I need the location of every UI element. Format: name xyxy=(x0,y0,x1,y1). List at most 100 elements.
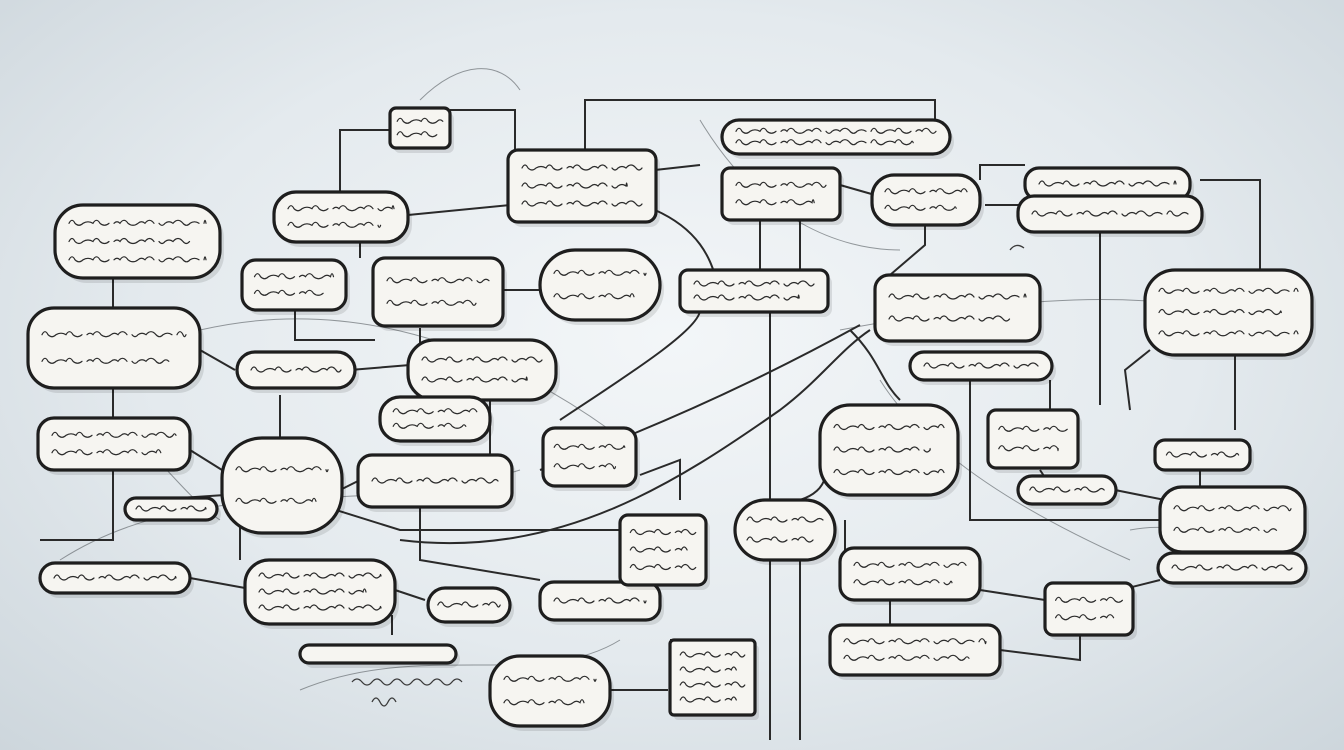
node-center-left-a-scribble xyxy=(253,289,324,296)
node-left-lower-box xyxy=(36,416,192,472)
node-right-center-d xyxy=(986,408,1082,473)
node-bottom-oval-a xyxy=(426,586,514,627)
node-right-center-e-box xyxy=(1016,474,1118,506)
node-center-top-scribble xyxy=(521,164,643,171)
node-bottom-center xyxy=(488,654,614,731)
node-center-left-f-scribble xyxy=(371,477,499,484)
node-center-left-e-box xyxy=(378,395,492,443)
node-center-oval-b xyxy=(733,498,839,565)
node-center-oval-b-scribble xyxy=(746,536,814,543)
node-right-far-scribble xyxy=(1158,330,1299,337)
node-center-grid-scribble xyxy=(679,666,737,673)
node-right-center-e-scribble xyxy=(1029,486,1105,493)
node-right-side-b-scribble xyxy=(1173,526,1278,533)
node-right-center-a xyxy=(873,273,1044,346)
node-center-top xyxy=(506,148,660,227)
node-top-small xyxy=(388,106,454,153)
node-right-center-d-box xyxy=(986,408,1080,470)
node-right-top-a-scribble xyxy=(884,188,968,195)
node-bottom-oval-a-scribble xyxy=(437,601,501,608)
node-top-left xyxy=(53,203,224,283)
node-cloud-left-scribble xyxy=(235,497,317,504)
node-center-mid-box xyxy=(541,426,638,488)
node-bottom-center-left-scribble xyxy=(258,604,382,611)
node-center-left-b xyxy=(371,256,507,331)
loose-scribble-bottom-left xyxy=(351,678,463,707)
node-top-wide-scribble xyxy=(735,139,914,146)
node-center-oval-b-scribble xyxy=(746,516,824,523)
node-bottom-left-box xyxy=(38,561,192,595)
node-right-side-a-box xyxy=(1153,438,1252,472)
node-center-mid-scribble xyxy=(553,443,626,450)
node-center-lower-scribble xyxy=(629,546,688,553)
node-top-left-scribble xyxy=(68,237,191,245)
node-right-top-c-box xyxy=(1016,194,1204,234)
node-center-grid xyxy=(668,638,759,720)
node-right-center-a-scribble xyxy=(888,315,1011,322)
node-upper-center-left-box xyxy=(272,190,410,244)
node-top-center xyxy=(720,166,844,225)
node-center-left-a-scribble xyxy=(253,273,335,280)
node-bottom-center-left xyxy=(243,558,399,629)
node-left-lower xyxy=(36,416,194,475)
node-right-lower-a xyxy=(838,546,984,605)
node-center-left-a-box xyxy=(240,258,348,312)
node-top-wide xyxy=(720,118,954,159)
node-bottom-pill xyxy=(298,643,460,668)
node-right-top-a xyxy=(870,173,984,230)
node-center-lower xyxy=(618,513,710,590)
node-right-top-b-scribble xyxy=(1038,180,1177,187)
node-right-center-d-scribble xyxy=(998,425,1068,432)
node-center-left-d xyxy=(406,338,560,405)
node-center-oval-scribble xyxy=(553,269,647,276)
node-right-side-b xyxy=(1158,485,1309,557)
node-center-grid-scribble xyxy=(679,651,746,658)
node-cloud-left-box xyxy=(220,436,344,535)
node-right-top-a-box xyxy=(870,173,982,227)
node-left-middle xyxy=(26,306,204,393)
node-center-left-b-scribble xyxy=(386,299,477,306)
node-center-left-c xyxy=(235,350,359,393)
node-left-middle-scribble xyxy=(41,357,170,364)
node-center-left-f-box xyxy=(356,453,514,509)
connector-lines xyxy=(40,99,1261,740)
node-top-wide-scribble xyxy=(735,127,937,134)
node-right-center-c-scribble xyxy=(833,423,945,431)
node-right-bottom-scribble xyxy=(843,654,970,661)
node-right-lower-a-scribble xyxy=(853,561,967,568)
node-center-top-scribble xyxy=(521,200,643,207)
node-center-grid-scribble xyxy=(679,681,746,688)
node-right-lower-b xyxy=(1043,581,1137,640)
node-right-side-b-scribble xyxy=(1173,505,1292,512)
node-center-mid xyxy=(541,426,640,491)
node-left-middle-box xyxy=(26,306,202,390)
node-left-middle-scribble xyxy=(41,331,187,338)
node-center-right-a xyxy=(678,268,832,317)
node-center-oval-box xyxy=(538,248,662,322)
node-center-left-c-scribble xyxy=(250,366,342,373)
node-center-lower-scribble xyxy=(629,563,697,571)
node-left-lower-scribble xyxy=(51,449,162,456)
node-right-bottom xyxy=(828,623,1004,680)
node-top-wide-box xyxy=(720,118,952,156)
node-upper-center-left-scribble xyxy=(287,221,382,228)
node-top-small-scribble xyxy=(396,131,438,138)
node-right-lower-a-scribble xyxy=(853,579,953,586)
node-center-left-d-box xyxy=(406,338,558,402)
node-center-right-a-box xyxy=(678,268,830,314)
node-left-small-box xyxy=(123,496,219,522)
node-left-small xyxy=(123,496,221,525)
node-center-right-a-scribble xyxy=(693,280,815,287)
node-center-left-a xyxy=(240,258,350,315)
node-center-grid-scribble xyxy=(679,696,737,703)
node-right-lower-b-scribble xyxy=(1055,596,1123,603)
node-bottom-center-box xyxy=(488,654,612,728)
node-center-left-d-scribble xyxy=(421,356,543,363)
node-upper-center-left-scribble xyxy=(287,205,395,212)
node-cloud-left-scribble xyxy=(235,466,329,473)
node-right-far xyxy=(1143,268,1316,360)
node-top-center-scribble xyxy=(735,199,815,206)
node-right-center-a-scribble xyxy=(888,293,1027,300)
node-center-lower-scribble xyxy=(629,528,697,536)
